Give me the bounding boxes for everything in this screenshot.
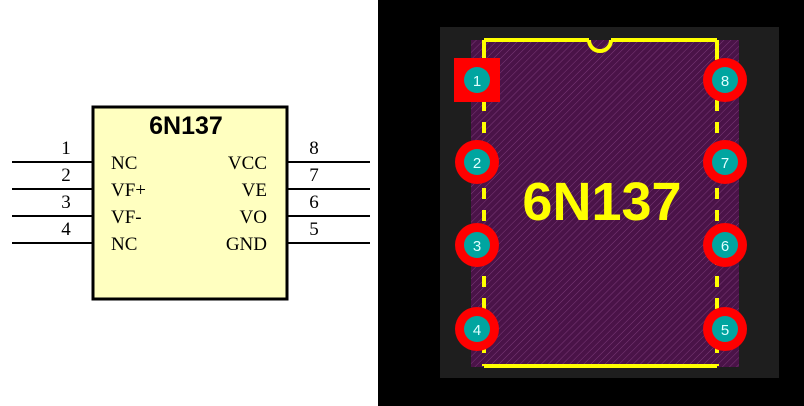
pin-number-7: 7	[309, 165, 319, 186]
pin-name-2: VF+	[111, 180, 146, 201]
pin-number-6: 6	[309, 192, 319, 213]
pad-label-3: 3	[473, 238, 481, 255]
pad-hole-4	[464, 316, 490, 342]
pad-label-6: 6	[721, 238, 729, 255]
pcb-component-body	[471, 40, 739, 367]
pad-hole-6	[712, 232, 738, 258]
pin-number-5: 5	[309, 219, 319, 240]
pad-label-5: 5	[721, 322, 729, 339]
pin1-notch	[587, 39, 613, 53]
pin-name-1: NC	[111, 153, 137, 174]
pin-number-8: 8	[309, 138, 319, 159]
pad-hole-7	[712, 149, 738, 175]
pin-number-4: 4	[61, 219, 71, 240]
schematic-body	[91, 105, 289, 301]
pad-hole-5	[712, 316, 738, 342]
pad-label-2: 2	[473, 155, 481, 172]
pad-hole-1	[464, 67, 490, 93]
pad-label-1: 1	[473, 73, 481, 90]
pad-hole-3	[464, 232, 490, 258]
schematic-symbol: 6N137 1 2 3 4 8 7 6 5 NC VF+ VF- NC VCC …	[12, 105, 370, 301]
pin-name-7: VE	[242, 180, 267, 201]
pad-hole-2	[464, 149, 490, 175]
pin-name-6: VO	[240, 207, 267, 228]
pcb-part-name: 6N137	[522, 172, 681, 232]
pad-label-7: 7	[721, 155, 729, 172]
pin-name-8: VCC	[228, 153, 267, 174]
pin-number-2: 2	[61, 165, 71, 186]
pad-hole-8	[712, 67, 738, 93]
pin-number-3: 3	[61, 192, 71, 213]
pin-name-3: VF-	[111, 207, 142, 228]
pin-name-4: NC	[111, 234, 137, 255]
pad-label-4: 4	[473, 322, 481, 339]
pin-number-1: 1	[61, 138, 71, 159]
schematic-part-name: 6N137	[149, 112, 223, 140]
pad-label-8: 8	[721, 73, 729, 90]
pin-name-5: GND	[226, 234, 267, 255]
pcb-footprint: 1 2 3 4 8 7 6 5 6N137	[378, 0, 804, 406]
